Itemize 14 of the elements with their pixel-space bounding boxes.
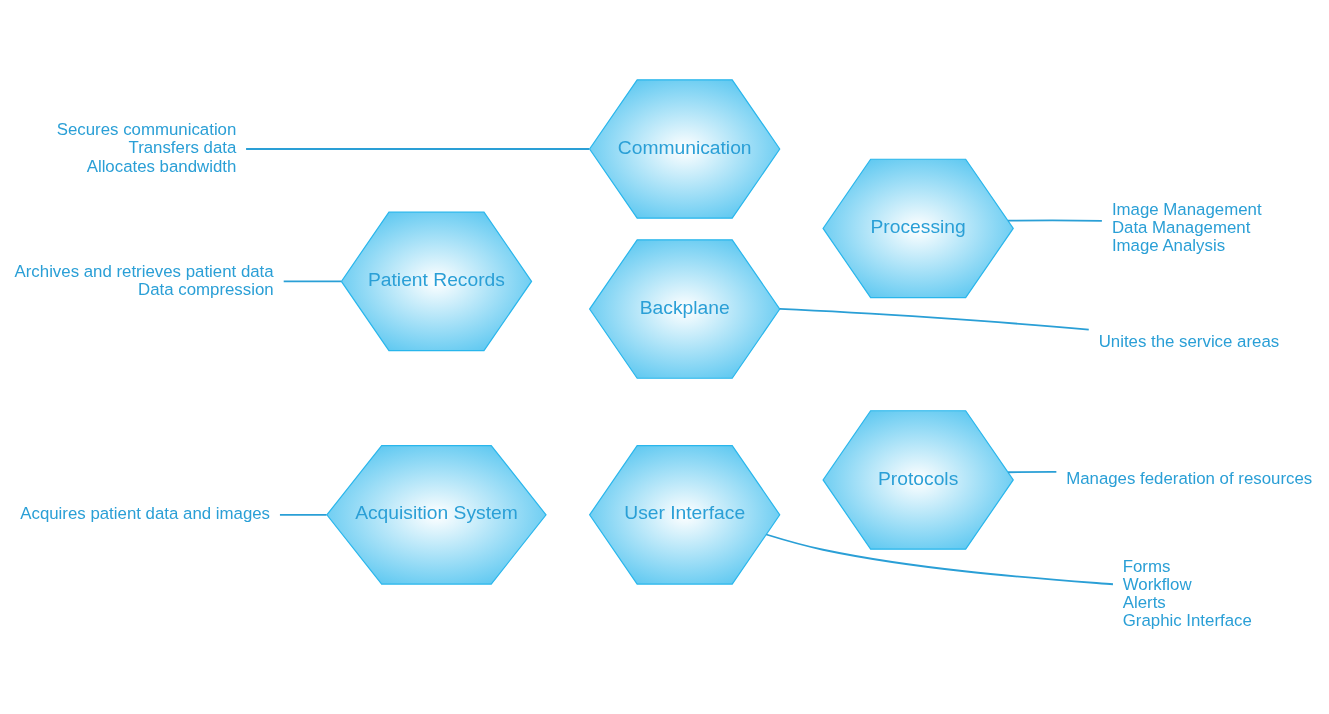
connector (279, 513, 328, 516)
connector (765, 533, 1114, 585)
node-text: Manages federation of resources (1066, 468, 1313, 488)
node-text: Unites the service areas (1098, 331, 1280, 351)
connector (282, 279, 343, 282)
node-text: Archives and retrieves patient data Data compression (14, 261, 274, 299)
connector (245, 147, 591, 150)
connector (1007, 218, 1103, 222)
node-text: Acquires patient data and images (20, 503, 271, 523)
node-text: Forms Workflow Alerts Graphic Interface (1122, 556, 1252, 630)
connector (1007, 470, 1058, 473)
node-text: Secures communication Transfers data Allocates bandwidth (56, 119, 237, 176)
connector (778, 307, 1090, 331)
node-text: Image Management Data Management Image Analysis (1111, 199, 1262, 255)
